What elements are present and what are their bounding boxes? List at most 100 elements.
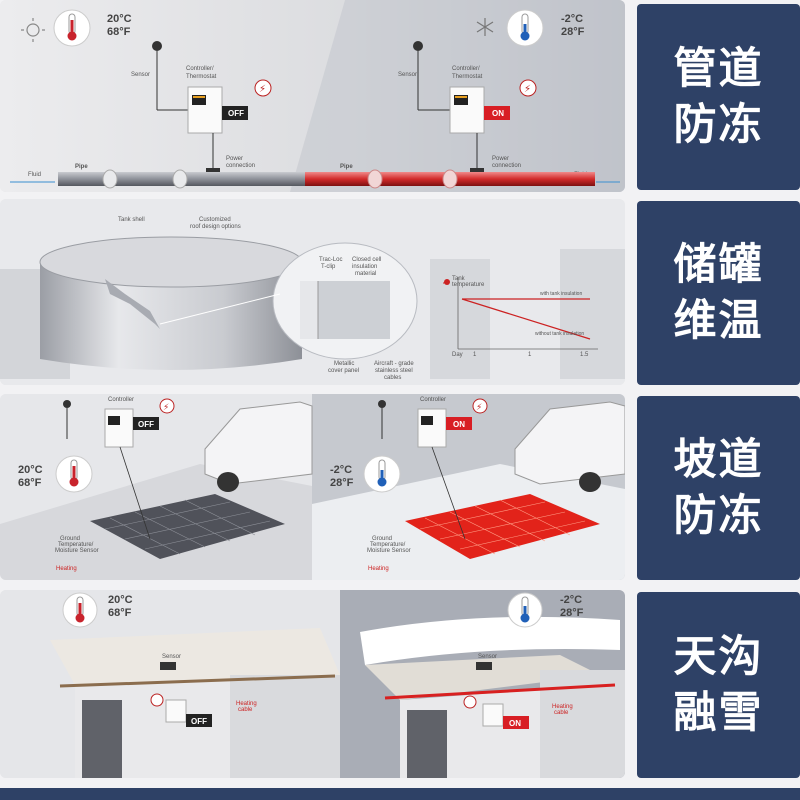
series-without-insulation [461,298,591,340]
tick-2: 1 [528,352,532,358]
tank-insulation-label: 储罐 维温 [637,201,800,385]
lightning-icon: ⚡ [259,84,266,95]
on-label-3: ON [453,420,465,429]
sensor-icon [152,41,162,51]
power-label-1: Power [226,156,243,162]
t-clip-label: T-clip [321,264,336,270]
snow-roof [360,616,620,665]
sensor-label-1r: Sensor [398,72,417,78]
ramp-mat-off [90,494,285,559]
ground-temp-label-3r: Temperature/ [370,542,406,548]
connection-label-1r: connection [492,163,521,169]
temperature-label: temperature [452,282,485,288]
thermometer-cold-icon-3 [363,455,401,493]
tick-3: 1.5 [580,352,589,358]
storage-tank [40,262,302,370]
controller-label-3r: Controller [420,397,446,403]
heating-label-3r: Heating [368,566,389,572]
tank-shell-label: Tank shell [118,217,145,223]
roof-left [50,628,340,685]
tank-illustration: Tank shell Customized roof design option… [0,199,625,385]
moisture-label-3: Moisture Sensor [55,548,99,554]
insulation-label: insulation [352,264,377,270]
moisture-label-3r: Moisture Sensor [367,548,411,554]
thermometer-warm-icon-3 [55,455,93,493]
sun-icon [21,18,45,42]
connection-label-1: connection [226,163,255,169]
sensor-label-4: Sensor [162,654,181,660]
off-label-3: OFF [138,420,154,429]
off-label-1: OFF [228,109,244,118]
on-label-1: ON [492,109,504,118]
controller-box-right [449,86,485,134]
sensor-label-1: Sensor [131,72,150,78]
ramp-illustration: OFF ⚡ ON ⚡ Controller Controller Ground … [0,394,625,580]
pipe-freeze-label: 管道 防冻 [637,4,800,190]
car-left [204,401,313,485]
heating-label-4r: Heating [552,704,573,710]
controller-label-1: Controller/ [186,66,214,72]
cables-label: cables [384,375,401,381]
customized-label: Customized [199,217,231,223]
sensor-label-4r: Sensor [478,654,497,660]
pipe-label-1r: Pipe [340,164,353,170]
pipe-freeze-panel: OFF ⚡ Sensor Controller/ Thermostat Powe… [0,0,625,192]
off-label-4: OFF [191,717,207,726]
thermometer-cold-icon-4 [507,592,543,628]
stainless-label: stainless steel [375,368,413,374]
car-right [514,401,625,485]
trac-loc-label: Trac-Loc [319,257,342,263]
ramp-freeze-label: 坡道 防冻 [637,396,800,580]
ramp-mat-on [405,494,600,559]
fluid-label-1: Fluid [28,172,41,178]
tick-1: 1 [473,352,477,358]
gutter-snow-panel: OFF ON Sensor Sensor Heating cable Heati… [0,590,625,778]
heating-label-4: Heating [236,701,257,707]
controller-label-1r: Controller/ [452,66,480,72]
cable-label-4: cable [238,707,253,713]
pipe-illustration: OFF ⚡ Sensor Controller/ Thermostat Powe… [0,0,625,192]
thermometer-warm-icon-4 [62,592,98,628]
pipe-label-1: Pipe [75,164,88,170]
day-axis-label: Day [452,352,463,358]
cover-panel-label: cover panel [328,368,359,374]
sensor-icon-4 [160,662,176,670]
svg-text:⚡: ⚡ [524,84,531,95]
without-insulation-label: without tank insulation [535,331,584,337]
svg-text:⚡: ⚡ [163,402,169,412]
power-label-1r: Power [492,156,509,162]
controller-label-3: Controller [108,397,134,403]
ramp-freeze-panel: OFF ⚡ ON ⚡ Controller Controller Ground … [0,394,625,580]
gutter-illustration: OFF ON Sensor Sensor Heating cable Heati… [0,590,625,778]
aircraft-label: Aircraft - grade [374,361,414,367]
roof-options-label: roof design options [190,224,241,230]
tank-insulation-panel: Tank shell Customized roof design option… [0,199,625,385]
tank-temp-label: Tank [452,276,466,282]
thermostat-label-1: Thermostat [186,74,217,80]
metallic-label: Metallic [334,361,354,367]
bottom-bar [0,788,800,800]
svg-text:⚡: ⚡ [476,402,482,412]
ground-label-3r: Ground [372,536,392,542]
gutter-snow-label: 天沟 融雪 [637,592,800,778]
thermometer-cold-icon [506,9,544,47]
material-label: material [355,271,376,277]
with-insulation-label: with tank insulation [540,291,582,297]
temperature-chart [443,277,598,350]
thermostat-label-1r: Thermostat [452,74,483,80]
closed-cell-label: Closed cell [352,257,381,263]
ground-temp-label-3: Temperature/ [58,542,94,548]
snowflake-icon [476,18,494,36]
ground-label-3: Ground [60,536,80,542]
heating-label-3: Heating [56,566,77,572]
on-label-4: ON [509,719,521,728]
thermometer-warm-icon [53,9,91,47]
controller-box-left [187,86,223,134]
cable-label-4r: cable [554,710,569,716]
